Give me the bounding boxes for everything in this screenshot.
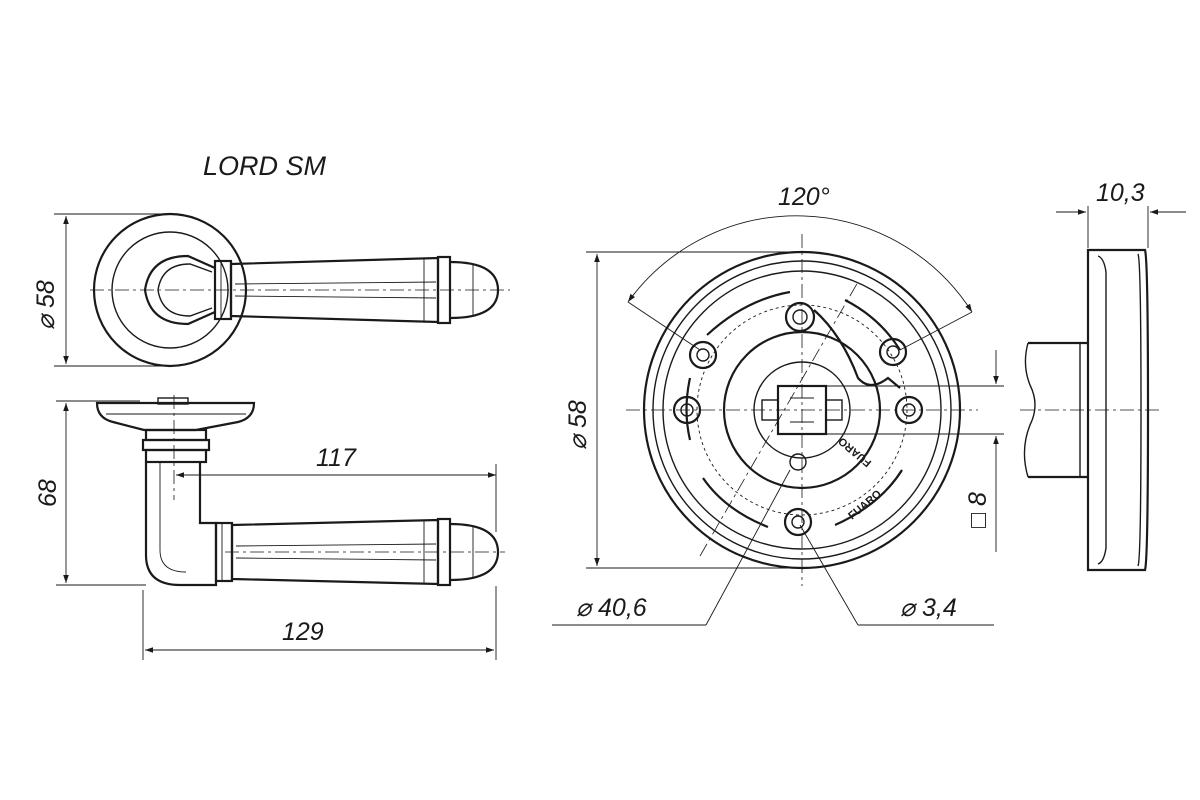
- side-end-cap: [449, 522, 500, 582]
- top-view: ⌀ 58: [32, 212, 510, 368]
- dim-front-diameter: ⌀ 58: [564, 400, 592, 450]
- profile-view: 10,3: [1020, 179, 1186, 572]
- dim-lever-length: 117: [316, 444, 357, 472]
- brand-logo: FUARO: [846, 488, 884, 523]
- model-title: LORD SM: [203, 151, 327, 181]
- side-rosette: [95, 401, 256, 432]
- angle-arc: [627, 215, 973, 313]
- dim-depth: 10,3: [1096, 179, 1145, 207]
- side-ring: [144, 428, 208, 442]
- dim-rosette-diameter: ⌀ 58: [32, 280, 60, 330]
- front-view: FUARO FUARO 120° ⌀ 58 □ 8 ⌀ 40,6 ⌀ 3,4: [552, 183, 1004, 626]
- side-neck: [144, 462, 218, 587]
- front-mount-ring: [685, 290, 903, 529]
- dim-hole-circle: ⌀ 40,6: [576, 594, 647, 622]
- dim-screw-hole: ⌀ 3,4: [900, 594, 957, 622]
- dim-angle: 120°: [778, 183, 830, 211]
- spring-tab: [784, 301, 816, 333]
- side-view: 68 117 129: [34, 395, 505, 660]
- dim-height: 68: [34, 479, 62, 507]
- dim-spindle-square: □ 8: [964, 492, 992, 528]
- top-neck: [143, 254, 216, 326]
- profile-door: [1028, 341, 1088, 479]
- screw-bosses: [672, 337, 924, 537]
- spring-arm: [813, 309, 901, 389]
- dim-overall-length: 129: [282, 618, 324, 646]
